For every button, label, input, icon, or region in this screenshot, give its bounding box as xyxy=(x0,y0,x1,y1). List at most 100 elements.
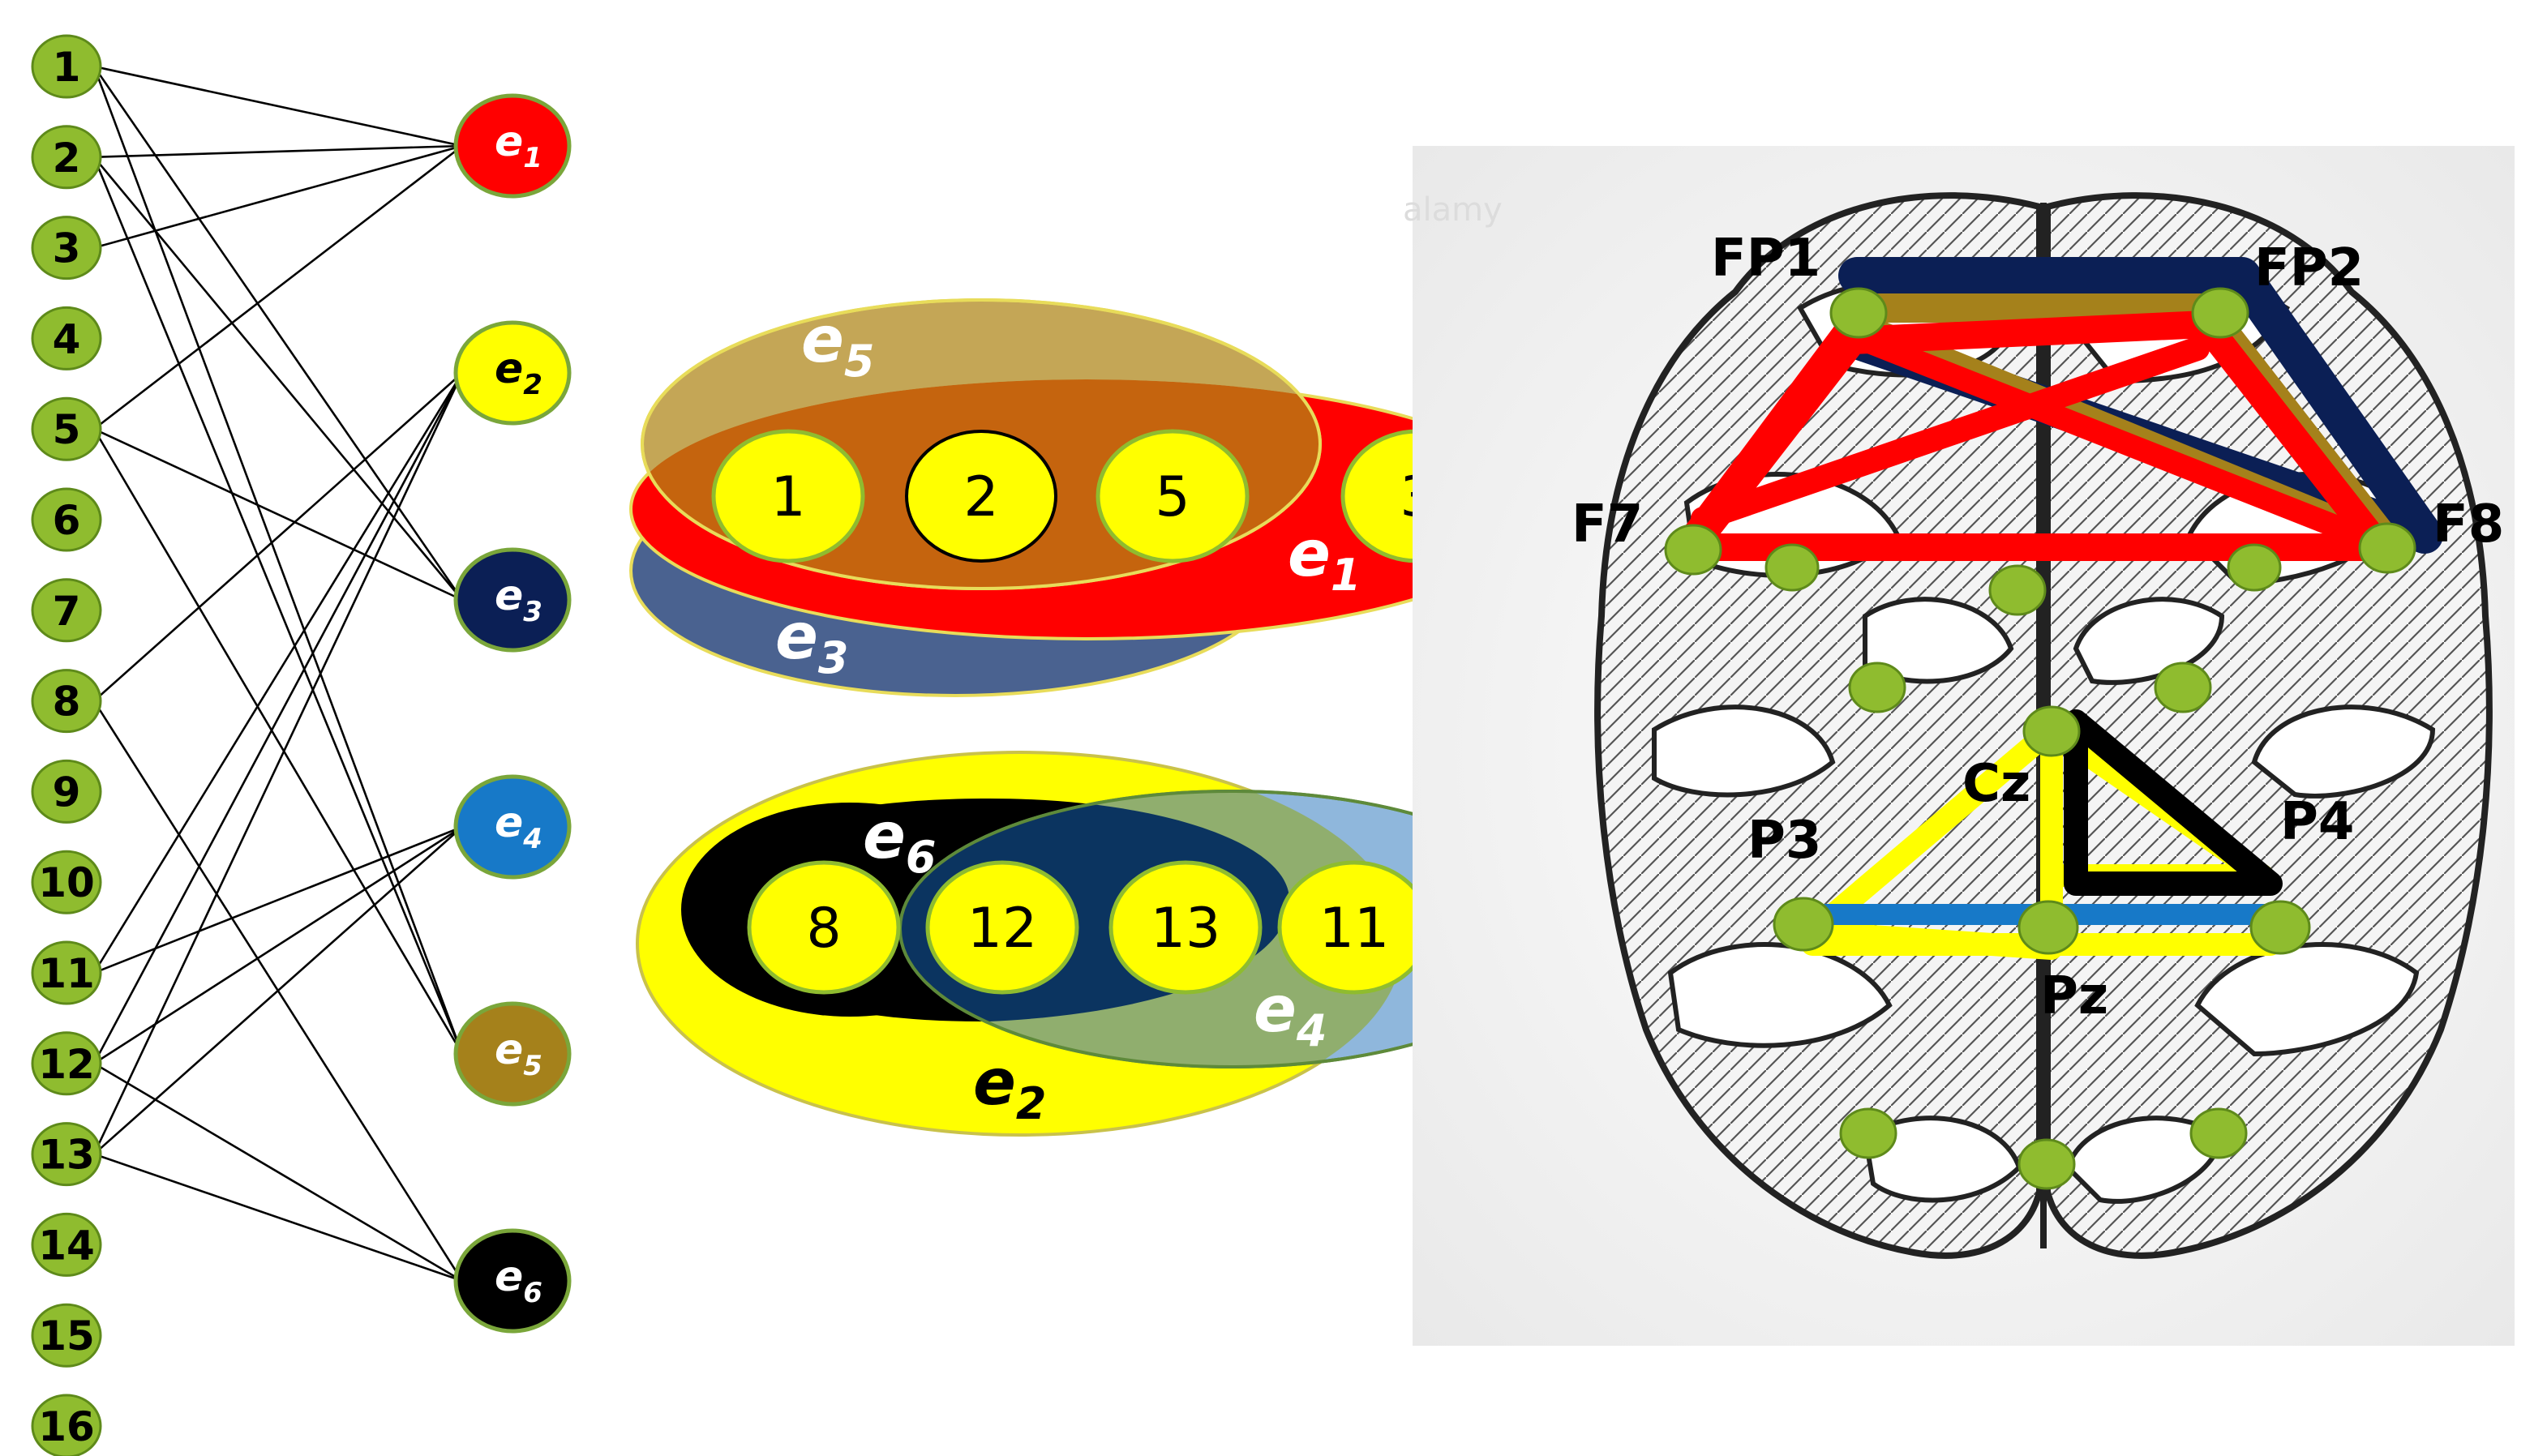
hyperedge-node-e2: e2 xyxy=(453,320,572,426)
venn-node-label: 8 xyxy=(806,897,841,961)
vertex-label: 5 xyxy=(53,406,81,453)
vertex-circle xyxy=(31,216,102,280)
vertex-circle xyxy=(31,396,102,461)
hyperedge-label: e6 xyxy=(495,1253,542,1309)
gyrus xyxy=(2073,597,2225,685)
incidence-edge-e2-11 xyxy=(92,372,464,974)
electrode-o1 xyxy=(1839,1107,1897,1159)
electrode-fp2 xyxy=(2191,287,2249,339)
hyperedge-node-e5: e5 xyxy=(453,1001,572,1107)
vertex-circle xyxy=(31,1303,102,1368)
electrode-fz xyxy=(1988,564,2047,616)
hyperedge-label: e2 xyxy=(495,345,542,401)
electrode-p4 xyxy=(2249,900,2311,955)
electrode-dots xyxy=(1664,287,2416,1190)
hyperedge-circle xyxy=(453,547,572,653)
vertex-circle xyxy=(31,1394,102,1456)
vertex-circle xyxy=(31,306,102,370)
electrode-c4 xyxy=(2154,662,2212,713)
incidence-edge-e6-13 xyxy=(93,1153,463,1283)
brain-hyperedge-lines xyxy=(1673,257,2443,960)
incidence-edge-e2-8 xyxy=(93,372,463,702)
label-f8: F8 xyxy=(2433,495,2504,555)
vertex-13: 13 xyxy=(31,1122,102,1187)
vertex-circle xyxy=(31,669,102,734)
venn-node-label: 2 xyxy=(963,465,998,529)
venn-node-label: 5 xyxy=(1155,465,1190,529)
hyperedge-node-e3: e3 xyxy=(453,547,572,653)
label-p4: P4 xyxy=(2280,792,2354,852)
venn-node-13: 13 xyxy=(1108,860,1263,995)
gyrus xyxy=(1667,942,1893,1048)
e3-label: e3 xyxy=(775,601,848,683)
vertex-16: 16 xyxy=(31,1394,102,1456)
venn-node-circle xyxy=(1108,860,1263,995)
hyperedge-node-e1: e1 xyxy=(453,93,572,199)
gyrus xyxy=(1652,704,1836,798)
vertex-3: 3 xyxy=(31,216,102,280)
incidence-edge-e4-12 xyxy=(93,825,463,1064)
vertex-14: 14 xyxy=(31,1212,102,1277)
hyperedge-e5-outline xyxy=(641,298,1322,590)
incidence-edge-e1-5 xyxy=(93,144,463,430)
vertex-9: 9 xyxy=(31,759,102,824)
venn-node-2: 2 xyxy=(905,430,1057,563)
venn-node-circle xyxy=(925,860,1079,995)
electrode-oz xyxy=(2017,1138,2076,1190)
incidence-edge-e5-1 xyxy=(92,66,464,1055)
incidence-edge-e6-8 xyxy=(92,700,464,1282)
electrode-f8 xyxy=(2358,522,2416,574)
venn-node-circle xyxy=(711,429,865,563)
vertex-4: 4 xyxy=(31,306,102,370)
vertex-label: 1 xyxy=(53,44,81,91)
vertex-label: 3 xyxy=(53,225,81,272)
electrode-fp1 xyxy=(1829,287,1888,339)
venn-node-label: 13 xyxy=(1151,897,1221,961)
incidence-edge-e1-1 xyxy=(93,65,463,148)
e6-label: e6 xyxy=(863,800,936,883)
e5-label: e5 xyxy=(801,304,874,387)
vertex-label: 7 xyxy=(53,588,81,635)
vertex-label: 12 xyxy=(38,1041,95,1088)
incidence-edges xyxy=(92,65,464,1283)
venn-diagram-top: 1253 e5 e1 e3 xyxy=(629,298,1544,697)
incidence-edge-e5-5 xyxy=(92,428,464,1055)
vertex-circle xyxy=(31,487,102,552)
vertex-2: 2 xyxy=(31,125,102,190)
vertex-circle xyxy=(31,940,102,1005)
vertex-label: 10 xyxy=(38,859,95,906)
incidence-edge-e3-2 xyxy=(93,156,463,601)
e6-brain-edge xyxy=(2064,709,2283,896)
vertex-label: 9 xyxy=(53,769,81,816)
brain-panel: alamy xyxy=(1403,146,2515,1346)
vertex-8: 8 xyxy=(31,669,102,734)
venn-node-circle xyxy=(1096,429,1250,563)
vertex-circle xyxy=(31,34,102,99)
hyperedge-circle xyxy=(453,1001,572,1107)
gyrus xyxy=(2251,704,2436,799)
electrode-fz-left xyxy=(1764,543,1820,592)
venn-node-label: 11 xyxy=(1319,897,1390,961)
vertex-label: 2 xyxy=(53,135,81,182)
electrode-p3 xyxy=(1773,897,1834,952)
incidence-edge-e6-12 xyxy=(93,1062,463,1283)
vertex-circle xyxy=(31,1212,102,1277)
e1-brain-edge-diag xyxy=(1854,329,2379,550)
incidence-edge-e4-11 xyxy=(93,825,463,974)
vertex-6: 6 xyxy=(31,487,102,552)
venn-node-5: 5 xyxy=(1096,429,1250,563)
label-cz: Cz xyxy=(1962,754,2030,814)
incidence-edge-e3-1 xyxy=(92,66,464,601)
venn-node-circle xyxy=(747,860,901,995)
vertex-label: 11 xyxy=(38,950,95,997)
venn-node-circle xyxy=(905,430,1057,563)
electrode-f7 xyxy=(1664,524,1722,576)
vertex-label: 6 xyxy=(53,497,81,544)
vertex-5: 5 xyxy=(31,396,102,461)
electrode-labels: FP1 FP2 F7 F8 Cz P3 P4 Pz xyxy=(1572,229,2504,1026)
electrode-fz-right xyxy=(2227,543,2282,592)
